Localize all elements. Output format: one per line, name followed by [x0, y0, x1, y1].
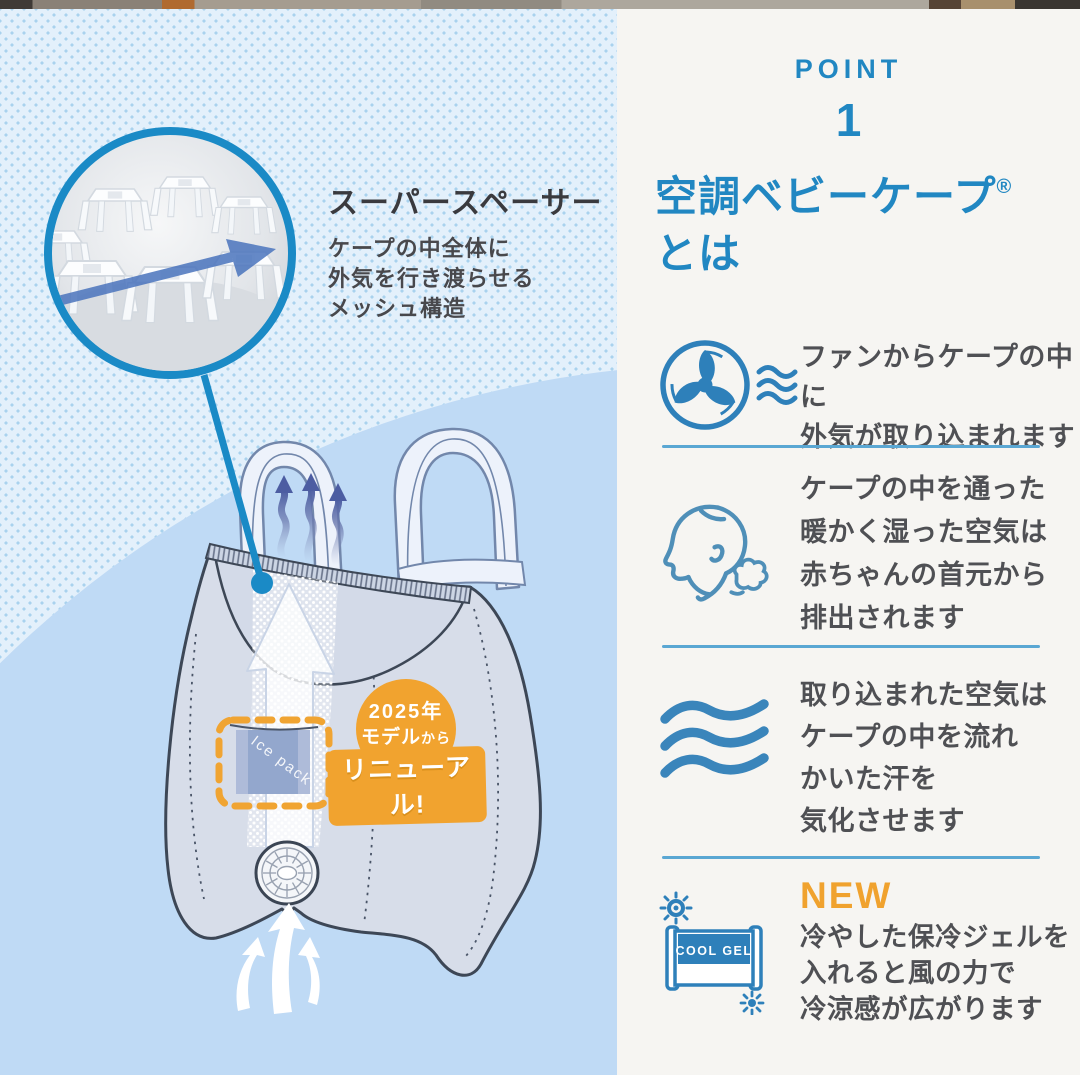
cape-illustration: Ice pack — [44, 127, 542, 1014]
cool-gel-icon: COOL GEL — [659, 891, 765, 1015]
item-text-intake: ファンからケープの中に 外気が取り込まれます — [800, 342, 1075, 452]
super-spacer-callout: スーパースペーサー ケープの中全体に 外気を行き渡らせる メッシュ構造 — [328, 178, 603, 324]
explanation-panel: POINT 1 空調ベビーケープ®とは ファンからケー — [617, 9, 1080, 1075]
item-text-exhaust: ケープの中を通った 暖かく湿った空気は 赤ちゃんの首元から 排出されます — [800, 474, 1048, 633]
sparkle-icon — [659, 891, 693, 925]
new-badge: NEW — [800, 875, 893, 916]
badge-renewal: リニューアル! — [327, 745, 487, 827]
page-title: 空調ベビーケープ®とは — [655, 173, 1013, 277]
illustration-panel: Ice pack — [0, 9, 617, 1075]
intake-air-arrows — [236, 903, 320, 1014]
cool-gel-label: COOL GEL — [675, 944, 752, 958]
top-photo-sliver — [0, 0, 1080, 9]
cape-top-band — [204, 542, 473, 605]
fan-icon — [660, 340, 798, 430]
exhaust-air-arrows — [275, 473, 347, 569]
airflow-direction-arrow — [56, 239, 276, 306]
point-number: 1 — [835, 94, 862, 146]
air-flow-icon — [660, 699, 769, 778]
renewal-badge: 2025年 モデルから リニューアル! — [327, 673, 487, 827]
item-text-evaporation: 取り込まれた空気は ケープの中を流れ かいた汗を 気化させます — [800, 680, 1048, 836]
spacer-magnifier-inset — [44, 127, 296, 379]
new-section-text: 冷やした保冷ジェルを 入れると風の力で 冷涼感が広がります — [800, 922, 1070, 1024]
feature-description: ケープの中全体に 外気を行き渡らせる メッシュ構造 — [328, 236, 535, 321]
badge-model-line: モデルから — [360, 727, 451, 748]
registered-mark: ® — [996, 176, 1013, 198]
point-label: POINT — [794, 54, 903, 84]
feature-title: スーパースペーサー — [328, 187, 603, 220]
cape-fan-unit — [254, 840, 320, 906]
section-divider — [662, 645, 1040, 648]
snowflake-icon — [739, 990, 765, 1015]
section-divider — [662, 445, 1040, 448]
baby-face-icon — [663, 504, 769, 602]
ice-pack-pocket: Ice pack — [215, 716, 333, 810]
magnifier-leader-line — [200, 374, 273, 594]
section-divider — [662, 856, 1040, 859]
badge-year: 2025年 — [368, 701, 444, 723]
